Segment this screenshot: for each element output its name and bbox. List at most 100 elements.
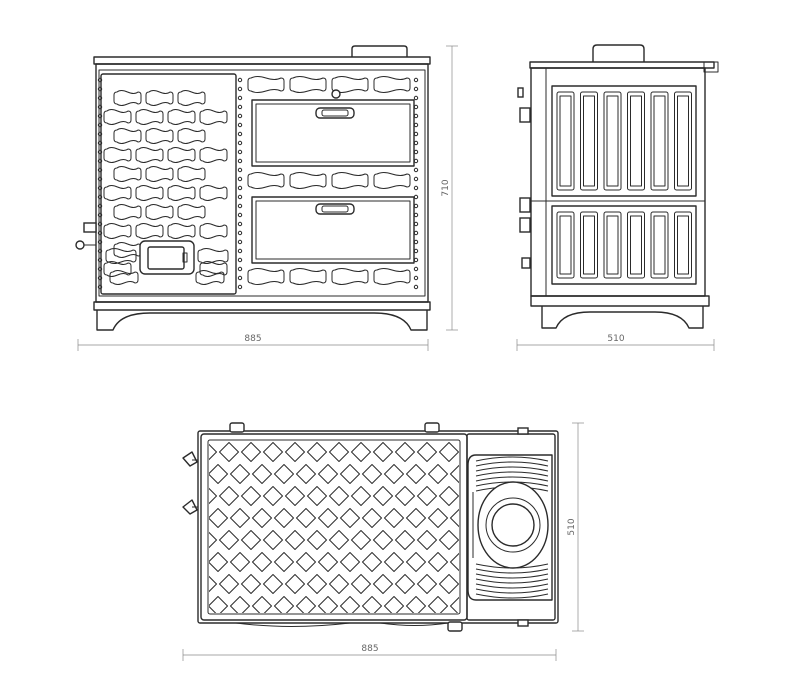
chimney-section (466, 433, 556, 621)
cooktop-diamond (395, 530, 415, 550)
cooktop-diamond (329, 530, 349, 550)
rivet (413, 212, 419, 218)
firebox-tile (135, 109, 164, 125)
rivet (413, 122, 419, 128)
rivet (237, 77, 243, 83)
cooktop-diamond (275, 421, 294, 440)
firebox-tile (177, 90, 206, 106)
rivet (97, 167, 103, 173)
firebox-tile (105, 248, 137, 264)
cooktop-diamond (274, 508, 294, 528)
cooktop-diamond (285, 442, 305, 462)
front-view (75, 45, 431, 331)
side-view (517, 44, 719, 329)
firebox-tile (195, 270, 225, 285)
cooktop-diamond (274, 596, 294, 613)
cooktop-diamond (263, 530, 283, 550)
firebox-tile (113, 166, 142, 182)
cooktop-diamond (406, 508, 426, 528)
side-upper-slot-inner (630, 95, 642, 187)
firebox-tile (103, 185, 132, 201)
side-upper-slot-inner (583, 95, 595, 187)
firebox-tile (145, 90, 174, 106)
cooktop-diamond (340, 552, 360, 572)
cooktop-diamond (264, 619, 283, 638)
cooktop-diamond (406, 464, 426, 484)
cooktop-diamond (341, 421, 360, 440)
firebox-tile (135, 147, 164, 163)
cooktop-diamond (462, 487, 481, 506)
cooktop-diamond (407, 421, 426, 440)
cooktop-diamond (351, 574, 371, 594)
rivet (413, 104, 419, 110)
side-top-hinge (703, 61, 719, 73)
cooktop-diamond (352, 619, 371, 638)
cooktop-diamond (209, 596, 228, 613)
cooktop-diamond (219, 486, 239, 506)
upper-oven-door-inner (255, 103, 411, 163)
rivet (97, 140, 103, 146)
chimney-flue-opening (491, 503, 535, 547)
side-protrusion-4 (519, 217, 531, 233)
oven-tile (331, 172, 369, 189)
cooktop-diamond (363, 421, 382, 440)
top-depth-label: 510 (567, 518, 577, 535)
rivet (237, 266, 243, 272)
chimney-rib-top (475, 466, 549, 472)
side-lower-slot (627, 211, 645, 279)
cooktop-diamond (198, 619, 217, 638)
oven-tile (289, 268, 327, 285)
side-upper-slot (627, 91, 645, 191)
side-lower-slot (650, 211, 669, 279)
rivet (413, 239, 419, 245)
cooktop-diamond (209, 464, 228, 484)
rivet (97, 284, 103, 290)
side-lower-slot-inner (583, 215, 595, 275)
rivet (237, 257, 243, 263)
cooktop-diamond (417, 530, 437, 550)
front-body-inner (98, 69, 426, 297)
front-upper-knob (83, 222, 97, 233)
firebox-tile (113, 128, 142, 144)
top-width-label: 885 (361, 644, 378, 654)
bottom-curve-1 (235, 622, 351, 627)
cooktop-diamond (187, 597, 206, 616)
cooktop-diamond (428, 596, 448, 613)
side-lower-panel (551, 205, 697, 285)
cooktop-diamond (241, 530, 261, 550)
cooktop-diamond (209, 530, 217, 550)
rivet (413, 113, 419, 119)
bottom-lug-2 (447, 621, 463, 632)
rivet (413, 95, 419, 101)
cooktop-diamond (297, 421, 316, 440)
firebox-tile (109, 270, 139, 285)
cooktop-diamond (417, 574, 437, 594)
rivet (413, 131, 419, 137)
cooktop-diamond (384, 552, 404, 572)
side-lower-slot (580, 211, 598, 279)
rivet (237, 221, 243, 227)
side-upper-slot (674, 91, 692, 191)
cooktop-diamond (395, 442, 415, 462)
rivet (237, 185, 243, 191)
side-upper-slot-inner (559, 95, 572, 187)
cooktop-diamond (241, 574, 261, 594)
cooktop-diamond (373, 574, 393, 594)
side-upper-slot-inner (606, 95, 619, 187)
side-lower-slot (674, 211, 692, 279)
side-slot-pattern (556, 91, 692, 279)
firebox-tile (145, 204, 174, 220)
cooktop-diamond (307, 486, 327, 506)
rivet (97, 122, 103, 128)
cooktop-diamond (439, 574, 459, 594)
side-upper-slot (603, 91, 622, 191)
firebox-tile (197, 248, 229, 264)
lower-oven-door (251, 196, 415, 264)
oven-tile (289, 172, 327, 189)
firebox-tile (167, 185, 196, 201)
oven-tile (247, 268, 285, 285)
oven-tile (373, 268, 411, 285)
top-lug-2 (424, 422, 440, 433)
cooktop-diamond (230, 508, 250, 528)
cooktop-diamond (296, 508, 316, 528)
